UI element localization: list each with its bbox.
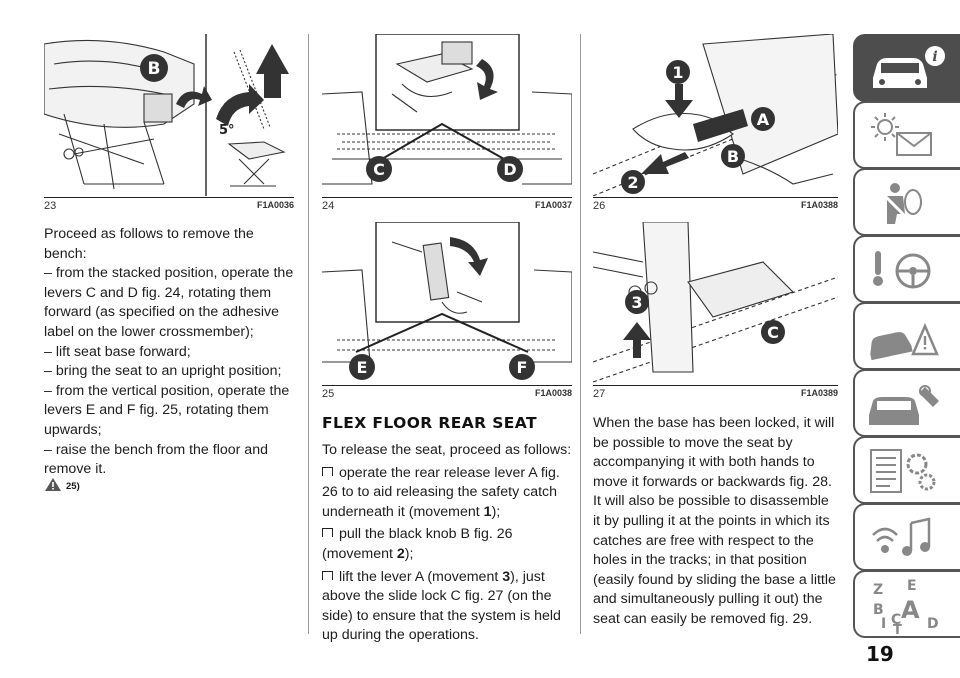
figure-code: F1A0038 [534, 388, 572, 398]
figure-label: A [757, 110, 770, 129]
bullet-item: lift the lever A (movement 3), just abov… [322, 568, 561, 644]
caption-rule [322, 197, 572, 199]
tab-index[interactable]: Z E B A I C T D [853, 570, 960, 638]
figure-label: 1 [672, 63, 683, 82]
caption-rule [44, 197, 294, 199]
dashboard-lights-icon [871, 113, 932, 156]
tab-safety[interactable] [853, 168, 960, 236]
page-number: 19 [866, 642, 894, 666]
figure-number: 25 [322, 388, 335, 400]
index-letter: A [901, 596, 920, 624]
warning-triangle-icon [45, 478, 61, 491]
figure-label: E [357, 358, 368, 377]
index-letter: C [891, 612, 901, 628]
figure-caption-25: 25 F1A0038 [322, 388, 572, 400]
tab-technical-data[interactable] [853, 436, 960, 504]
paragraph: Proceed as follows to remove the bench: [44, 226, 254, 262]
bullet-icon [322, 570, 333, 580]
figure-24: C D [322, 34, 572, 196]
paragraph: – bring the seat to an upright position; [44, 363, 282, 380]
technical-data-icon [870, 449, 936, 493]
svg-text:i: i [932, 49, 937, 65]
figure-caption-23: 23 F1A0036 [44, 200, 294, 212]
car-info-icon: i [873, 46, 945, 88]
warning-number: 25) [66, 481, 80, 492]
figure-code: F1A0388 [800, 200, 838, 210]
left-column-text: Proceed as follows to remove the bench: … [44, 225, 294, 480]
tab-emergency[interactable] [853, 302, 960, 370]
paragraph: – from the vertical position, operate th… [44, 382, 290, 438]
starting-driving-icon [873, 251, 931, 289]
figure-number: 24 [322, 200, 335, 212]
index-letter: T [893, 623, 902, 636]
caption-rule [593, 197, 838, 199]
figure-number: 27 [593, 388, 606, 400]
figure-number: 26 [593, 200, 606, 212]
right-column-text: When the base has been locked, it will b… [593, 414, 839, 630]
bullet-icon [322, 528, 333, 538]
maintenance-icon [869, 385, 939, 425]
bullet-item: operate the rear release lever A fig. 26… [322, 464, 560, 520]
figure-caption-26: 26 F1A0388 [593, 200, 838, 212]
bullet-item: pull the black knob B fig. 26 (movement … [322, 526, 513, 562]
safety-airbag-icon [881, 183, 922, 224]
figure-label: C [767, 323, 779, 342]
paragraph: – from the stacked position, operate the… [44, 265, 294, 340]
figure-label: 5° [219, 123, 235, 138]
index-letter: Z [873, 582, 883, 598]
column-divider [308, 34, 309, 634]
figure-caption-24: 24 F1A0037 [322, 200, 572, 212]
figure-label: 3 [631, 293, 642, 312]
bullet-icon [322, 466, 333, 476]
index-letter: B [873, 602, 884, 618]
figure-26: 1 2 A B [593, 34, 838, 196]
middle-column-text: To release the seat, proceed as follows:… [322, 441, 574, 646]
figure-label: F [517, 358, 528, 377]
caption-rule [322, 385, 572, 387]
tab-maintenance[interactable] [853, 369, 960, 437]
column-divider [580, 34, 581, 634]
figure-caption-27: 27 F1A0389 [593, 388, 838, 400]
warning-reference[interactable]: 25) [44, 477, 104, 495]
figure-code: F1A0037 [534, 200, 572, 210]
index-letter: D [927, 616, 939, 632]
figure-label: C [373, 160, 385, 179]
figure-label: B [727, 147, 739, 166]
caption-rule [593, 385, 838, 387]
index-letter: E [907, 578, 917, 594]
paragraph: – raise the bench from the floor and rem… [44, 441, 268, 478]
figure-label: B [148, 59, 161, 79]
tab-starting-driving[interactable] [853, 235, 960, 303]
figure-label: D [503, 160, 516, 179]
section-title: FLEX FLOOR REAR SEAT [322, 414, 537, 432]
tab-multimedia[interactable] [853, 503, 960, 571]
paragraph: – lift seat base forward; [44, 343, 191, 360]
figure-code: F1A0036 [256, 200, 294, 210]
index-letter: I [881, 616, 886, 632]
emergency-icon [870, 322, 939, 361]
intro-paragraph: To release the seat, proceed as follows: [322, 442, 572, 458]
figure-25: E F [322, 222, 572, 384]
figure-label: 2 [627, 173, 638, 192]
paragraph: When the base has been locked, it will b… [593, 415, 836, 627]
tab-dashboard-lights[interactable] [853, 101, 960, 169]
figure-code: F1A0389 [800, 388, 838, 398]
figure-number: 23 [44, 200, 57, 212]
figure-27: 3 C [593, 222, 838, 384]
multimedia-icon [872, 517, 931, 556]
figure-23: B 5° [44, 34, 294, 196]
tab-car-info[interactable]: i [853, 34, 960, 102]
index-icon: Z E B A I C T D [873, 578, 939, 636]
